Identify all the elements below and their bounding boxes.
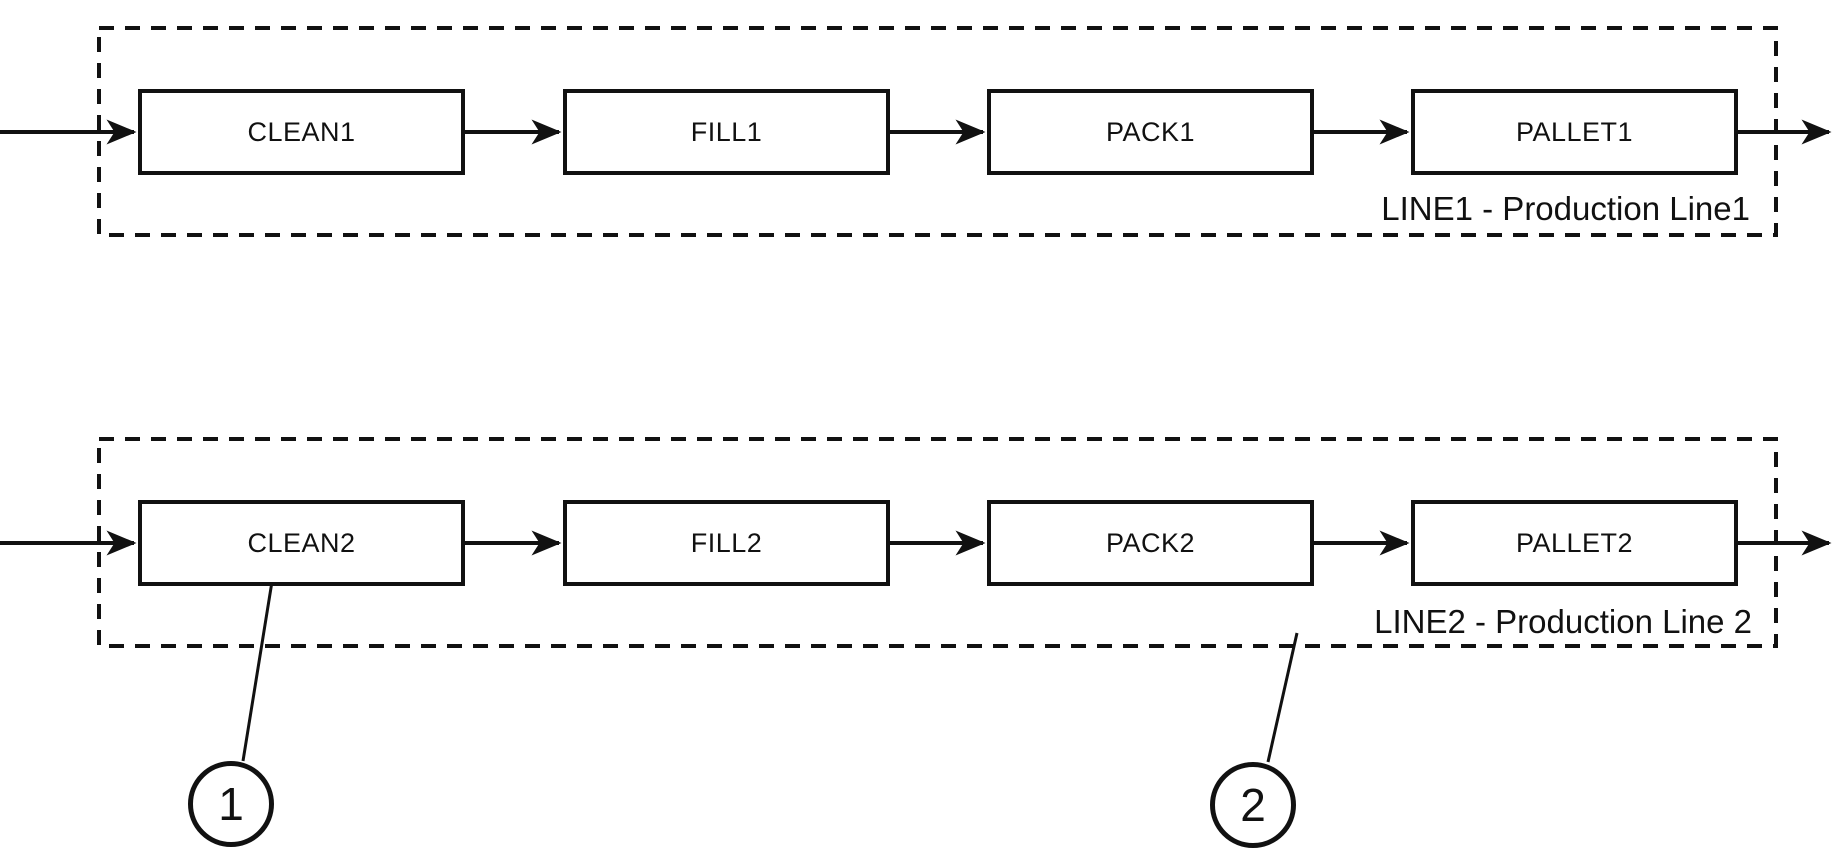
- station-clean2[interactable]: CLEAN2: [138, 500, 465, 586]
- callout-2-leader-line: [1266, 632, 1299, 763]
- station-pack2[interactable]: PACK2: [987, 500, 1314, 586]
- station-pallet1[interactable]: PALLET1: [1411, 89, 1738, 175]
- station-pack1[interactable]: PACK1: [987, 89, 1314, 175]
- station-label: CLEAN1: [247, 116, 356, 147]
- station-clean1[interactable]: CLEAN1: [138, 89, 465, 175]
- station-fill2[interactable]: FILL2: [563, 500, 890, 586]
- callout-number: 2: [1240, 779, 1266, 831]
- station-label: FILL2: [690, 527, 763, 558]
- station-fill1[interactable]: FILL1: [563, 89, 890, 175]
- station-label: CLEAN2: [247, 527, 356, 558]
- callout-1-circle[interactable]: 1: [188, 761, 274, 847]
- callout-number: 1: [218, 778, 244, 830]
- station-label: PACK1: [1105, 116, 1196, 147]
- station-label: FILL1: [690, 116, 763, 147]
- station-label: PACK2: [1105, 527, 1196, 558]
- station-label: PALLET1: [1515, 116, 1634, 147]
- callout-1-leader-line: [241, 562, 277, 762]
- callout-2-circle[interactable]: 2: [1210, 762, 1296, 848]
- station-pallet2[interactable]: PALLET2: [1411, 500, 1738, 586]
- line1-label: LINE1 - Production Line1: [1381, 190, 1750, 227]
- station-label: PALLET2: [1515, 527, 1634, 558]
- line2-label: LINE2 - Production Line 2: [1374, 603, 1752, 640]
